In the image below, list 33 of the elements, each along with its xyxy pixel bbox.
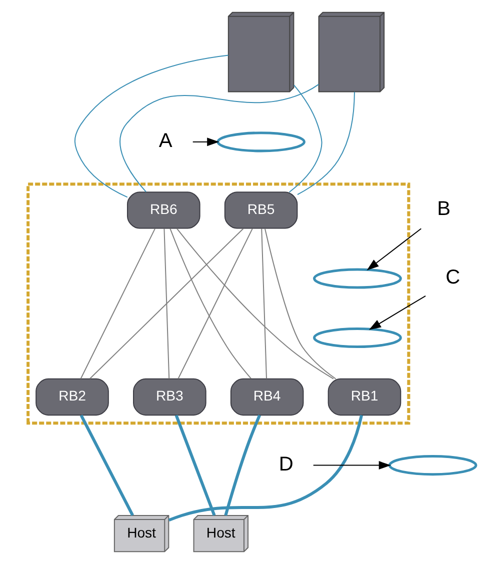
cluster bbox=[26, 182, 410, 425]
node-box: RB1 bbox=[328, 378, 402, 416]
arrow bbox=[192, 138, 220, 146]
arrow bbox=[368, 295, 426, 330]
node-text: C bbox=[446, 266, 460, 289]
arrow bbox=[366, 228, 422, 270]
connector bbox=[120, 84, 320, 192]
connector bbox=[80, 414, 134, 516]
arrow bbox=[313, 461, 391, 470]
node-box: RB5 bbox=[224, 192, 298, 229]
connector bbox=[174, 414, 216, 516]
connector bbox=[164, 228, 170, 379]
connector bbox=[89, 228, 244, 380]
node-ellipse bbox=[216, 132, 306, 152]
node-box: RB4 bbox=[230, 378, 304, 416]
connector bbox=[168, 414, 364, 522]
connector bbox=[297, 92, 355, 195]
connector bbox=[74, 54, 228, 198]
node-text: B bbox=[437, 198, 451, 220]
connector bbox=[80, 228, 156, 379]
node-box: RB2 bbox=[36, 378, 109, 416]
node-box: RB3 bbox=[133, 378, 206, 416]
node-ellipse bbox=[388, 455, 478, 476]
node-box: RB6 bbox=[126, 192, 200, 229]
node-ellipse bbox=[313, 268, 402, 289]
connector bbox=[289, 84, 322, 192]
connector bbox=[176, 228, 334, 380]
node-text: D bbox=[278, 453, 294, 476]
connector bbox=[261, 228, 268, 379]
connector bbox=[264, 228, 336, 380]
node-text: A bbox=[158, 130, 172, 152]
node-ellipse bbox=[313, 327, 402, 348]
connector bbox=[224, 414, 261, 516]
